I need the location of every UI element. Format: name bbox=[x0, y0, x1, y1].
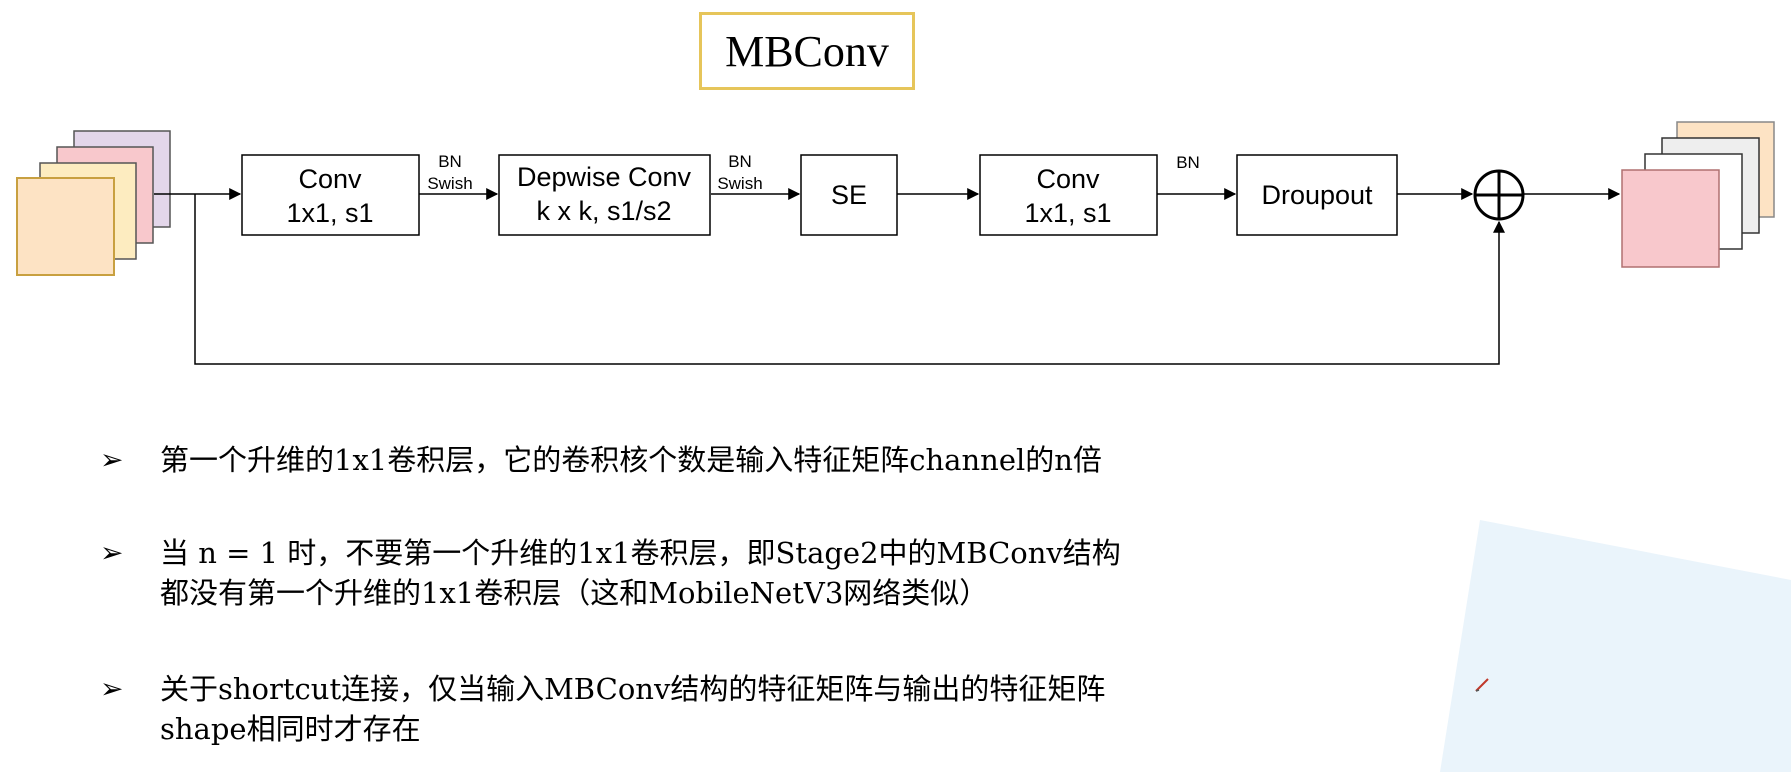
output-layer-4 bbox=[1621, 169, 1720, 268]
arrow-label-2-bn: BN bbox=[728, 152, 752, 171]
bullet-1-line-1: 第一个升维的1x1卷积层，它的卷积核个数是输入特征矩阵channel的n倍 bbox=[160, 443, 1102, 477]
input-layer-4 bbox=[16, 177, 115, 276]
block-se: SE bbox=[800, 154, 898, 236]
block-conv2-line2: 1x1, s1 bbox=[1024, 198, 1111, 228]
block-dwconv-line1: Depwise Conv bbox=[517, 162, 692, 192]
add-node bbox=[1473, 169, 1525, 221]
decorative-triangle bbox=[1440, 520, 1791, 772]
mbconv-diagram: Conv 1x1, s1 Depwise Conv k x k, s1/s2 S… bbox=[16, 121, 1775, 365]
block-se-label: SE bbox=[831, 180, 867, 210]
arrow-label-1-swish: Swish bbox=[427, 174, 472, 193]
block-conv2-line1: Conv bbox=[1036, 164, 1100, 194]
block-conv-1x1-expand: Conv 1x1, s1 bbox=[241, 154, 420, 236]
slide-title-text: MBConv bbox=[725, 26, 889, 76]
bullet-3-line-1: 关于shortcut连接，仅当输入MBConv结构的特征矩阵与输出的特征矩阵 bbox=[160, 672, 1106, 706]
block-conv1-line2: 1x1, s1 bbox=[286, 198, 373, 228]
arrow-label-2-swish: Swish bbox=[717, 174, 762, 193]
arrow-label-3-bn: BN bbox=[1176, 153, 1200, 172]
block-conv-1x1-project: Conv 1x1, s1 bbox=[979, 154, 1158, 236]
pen-icon bbox=[1475, 678, 1489, 692]
bullet-2-line-1: 当 n = 1 时，不要第一个升维的1x1卷积层，即Stage2中的MBConv… bbox=[160, 536, 1121, 570]
output-feature-stack bbox=[1621, 121, 1775, 268]
block-dropout-label: Droupout bbox=[1261, 180, 1373, 210]
bullet-3-line-2: shape相同时才存在 bbox=[160, 712, 421, 746]
input-feature-stack bbox=[16, 130, 171, 276]
shortcut-connection bbox=[194, 194, 1505, 365]
block-depthwise-conv: Depwise Conv k x k, s1/s2 bbox=[498, 154, 711, 236]
bullet-marker: ➢ bbox=[100, 672, 124, 705]
bullet-marker: ➢ bbox=[100, 443, 124, 476]
block-dwconv-line2: k x k, s1/s2 bbox=[536, 196, 671, 226]
block-dropout: Droupout bbox=[1236, 154, 1398, 236]
block-conv1-line1: Conv bbox=[298, 164, 362, 194]
bullet-marker: ➢ bbox=[100, 536, 124, 569]
bullet-2-line-2: 都没有第一个升维的1x1卷积层（这和MobileNetV3网络类似） bbox=[160, 576, 989, 610]
slide-title: MBConv bbox=[699, 12, 915, 90]
arrow-label-1-bn: BN bbox=[438, 152, 462, 171]
